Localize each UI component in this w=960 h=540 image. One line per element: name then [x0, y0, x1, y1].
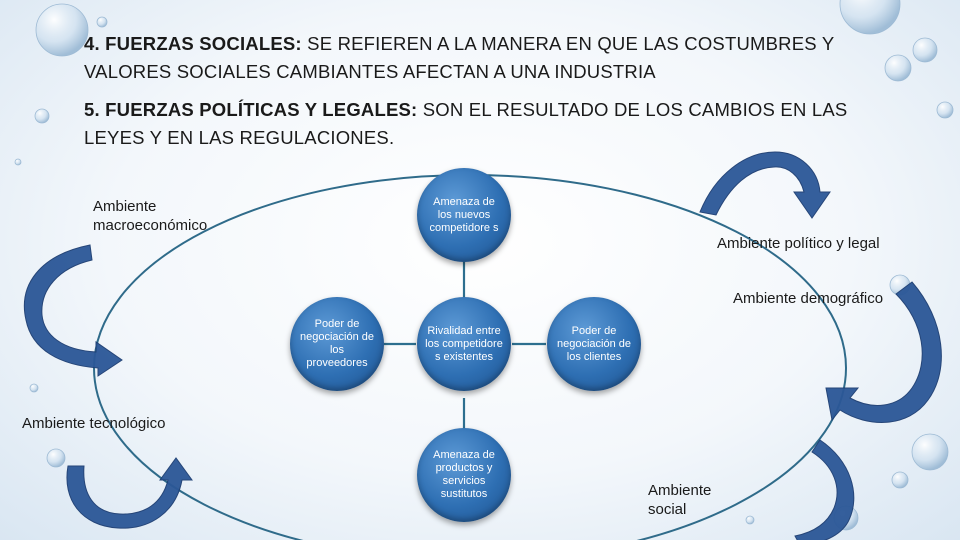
curved-arrow-icon: [825, 281, 942, 423]
label-ambiente-macroeconomico: Ambiente macroeconómico: [93, 198, 208, 234]
curved-arrow-icon: [66, 457, 193, 529]
curved-arrow-icon: [23, 244, 123, 377]
force-rivalry-label: Rivalidad entre los competidore s existe…: [425, 324, 503, 363]
label-ambiente-politico: Ambiente político y legal: [717, 235, 880, 252]
force-buyer-power-label: Poder de negociación de los clientes: [556, 324, 631, 363]
label-ambiente-social: Ambiente social: [648, 482, 712, 518]
force-supplier-power-label: Poder de negociación de los proveedores: [299, 318, 374, 369]
force-rivalry: Rivalidad entre los competidore s existe…: [417, 297, 511, 391]
curved-arrow-icon: [794, 439, 855, 540]
heading-item-5-text: SON EL RESULTADO DE LOS CAMBIOS EN LAS L…: [84, 99, 848, 148]
curved-arrow-icon: [699, 151, 831, 219]
force-substitutes-label: Amenaza de productos y servicios sustitu…: [433, 449, 495, 500]
heading-item-4: 4. FUERZAS SOCIALES: SE REFIEREN A LA MA…: [84, 30, 904, 86]
heading-item-4-text: SE REFIEREN A LA MANERA EN QUE LAS COSTU…: [84, 33, 835, 82]
label-ambiente-demografico: Ambiente demográfico: [733, 290, 884, 307]
force-substitutes: Amenaza de productos y servicios sustitu…: [417, 428, 511, 522]
force-supplier-power: Poder de negociación de los proveedores: [290, 297, 384, 391]
heading-item-4-bold: 4. FUERZAS SOCIALES:: [84, 33, 302, 54]
force-new-entrants: Amenaza de los nuevos competidore s: [417, 168, 511, 262]
label-ambiente-tecnologico: Ambiente tecnológico: [22, 415, 166, 432]
heading-item-5-bold: 5. FUERZAS POLÍTICAS Y LEGALES:: [84, 99, 418, 120]
heading-item-5: 5. FUERZAS POLÍTICAS Y LEGALES: SON EL R…: [84, 96, 904, 152]
force-new-entrants-label: Amenaza de los nuevos competidore s: [429, 195, 499, 234]
force-buyer-power: Poder de negociación de los clientes: [547, 297, 641, 391]
